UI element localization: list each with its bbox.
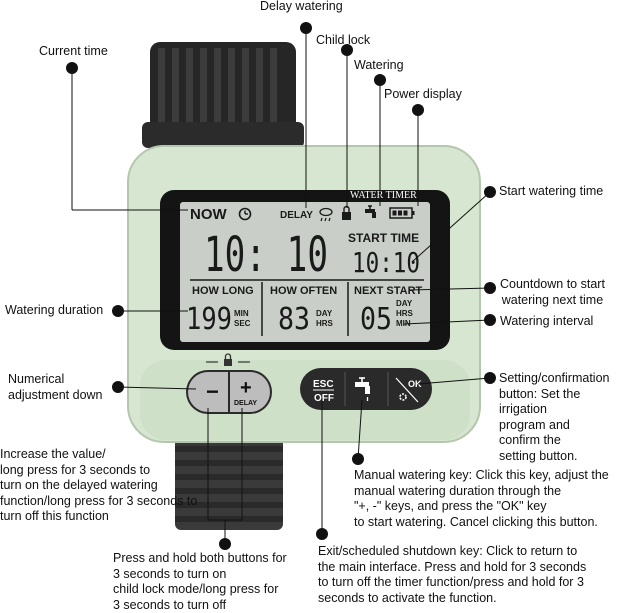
panel-title: WATER TIMER — [350, 190, 417, 201]
how-long-unit-sec: SEC — [234, 319, 251, 328]
lcd-screen — [180, 202, 430, 342]
how-often-label: HOW OFTEN — [270, 285, 337, 297]
ok-settings-button[interactable]: OK — [395, 377, 422, 403]
next-start-unit-day: DAY — [396, 299, 413, 308]
next-start-label: NEXT START — [354, 285, 423, 297]
callout-press-both: Press and hold both buttons for 3 second… — [113, 551, 287, 612]
callout-delay-watering: Delay watering — [260, 0, 343, 13]
callout-current-time: Current time — [39, 44, 108, 58]
how-often-unit-hrs: HRS — [316, 319, 334, 328]
next-start-unit-min: MIN — [396, 319, 411, 328]
gear-icon — [399, 393, 407, 401]
current-time-display: 10: 10 — [204, 227, 328, 283]
faucet-key-icon — [355, 377, 370, 401]
bottom-fitting — [175, 438, 283, 530]
callout-numerical-down: Numerical adjustment down — [8, 372, 103, 402]
how-long-label: HOW LONG — [192, 285, 254, 297]
plus-key-sub: DELAY — [234, 400, 257, 407]
ok-key-label: OK — [408, 379, 422, 389]
callout-dots — [66, 22, 496, 550]
start-time-display: 10:10 — [352, 246, 420, 279]
callout-watering-interval: Watering interval — [500, 314, 594, 328]
callout-start-watering-time: Start watering time — [499, 184, 604, 198]
callout-setting-button: Setting/confirmation button: Set the irr… — [499, 371, 610, 463]
plus-key-label: + — [240, 377, 252, 399]
start-time-label: START TIME — [348, 231, 419, 245]
esc-key-label: ESC — [313, 379, 334, 390]
minus-key-label: − — [206, 379, 219, 404]
next-start-unit-hrs: HRS — [396, 309, 414, 318]
off-key-label: OFF — [314, 393, 334, 404]
manual-watering-button[interactable] — [355, 377, 370, 401]
how-long-unit-min: MIN — [234, 309, 249, 318]
callout-watering-duration: Watering duration — [5, 303, 104, 317]
battery-icon — [389, 207, 415, 219]
callout-power-display: Power display — [384, 87, 462, 101]
esc-off-button[interactable]: ESC OFF — [313, 379, 334, 404]
delay-label: DELAY — [280, 210, 313, 221]
how-often-value: 83 — [278, 302, 310, 337]
lock-indicator-icon — [206, 353, 250, 366]
cloud-rain-icon — [319, 207, 333, 222]
top-cap — [142, 42, 304, 148]
minus-button[interactable]: − — [188, 372, 228, 412]
callout-increase-value: Increase the value/ long press for 3 sec… — [0, 447, 198, 523]
how-long-value: 199 — [186, 302, 232, 337]
now-label: NOW — [190, 206, 228, 223]
next-start-value: 05 — [360, 302, 392, 337]
faucet-icon — [365, 205, 376, 218]
how-often-unit-day: DAY — [316, 309, 333, 318]
callout-exit-key: Exit/scheduled shutdown key: Click to re… — [318, 544, 587, 605]
callout-child-lock: Child lock — [316, 33, 371, 47]
plus-button[interactable]: + DELAY — [230, 372, 270, 412]
clock-icon — [238, 207, 252, 221]
callout-watering: Watering — [354, 58, 404, 72]
callout-countdown: Countdown to start watering next time — [500, 277, 605, 307]
leader-lines — [71, 28, 491, 544]
callout-manual-watering: Manual watering key: Click this key, adj… — [354, 468, 609, 529]
